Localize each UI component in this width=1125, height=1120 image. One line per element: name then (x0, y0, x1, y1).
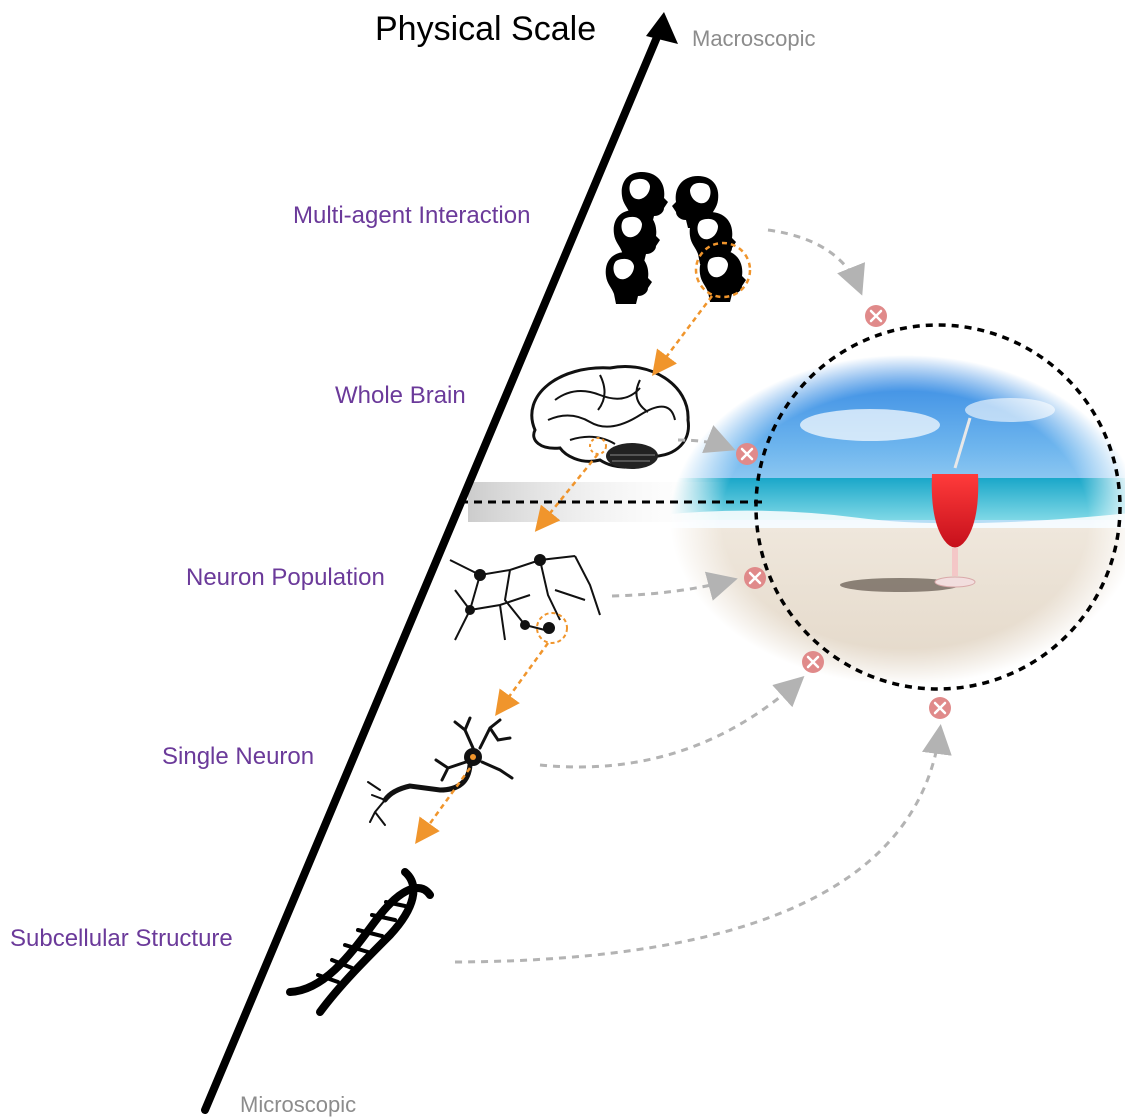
diagram-title: Physical Scale (375, 10, 597, 48)
blocked-icon (865, 305, 887, 327)
brain-icon (530, 365, 690, 469)
zoom-circle-neurons (536, 612, 568, 644)
gray-arrows (454, 228, 952, 964)
scale-axis (201, 12, 678, 1114)
macroscopic-label: Macroscopic (692, 26, 816, 51)
blocked-icon (744, 567, 766, 589)
level-label-single-neuron: Single Neuron (162, 743, 315, 770)
level-label-neuron-population: Neuron Population (186, 564, 385, 591)
blocked-badges (736, 305, 951, 719)
neuron-icon (367, 716, 514, 826)
blocked-icon (802, 651, 824, 673)
beach-drink-image (660, 350, 1125, 698)
focus-circle (754, 323, 1122, 691)
zoom-arrows (415, 295, 713, 845)
level-label-subcellular: Subcellular Structure (10, 925, 233, 952)
zoom-circle-heads (694, 241, 752, 299)
microscopic-label: Microscopic (240, 1092, 357, 1117)
blocked-icon (929, 697, 951, 719)
level-label-whole-brain: Whole Brain (335, 382, 466, 409)
level-label-multi-agent: Multi-agent Interaction (293, 202, 531, 229)
blocked-icon (736, 443, 758, 465)
dna-icon (286, 868, 434, 1016)
neuron-network-icon (449, 554, 601, 641)
cocktail-glass-icon (840, 417, 979, 592)
heads-icon (605, 172, 746, 304)
